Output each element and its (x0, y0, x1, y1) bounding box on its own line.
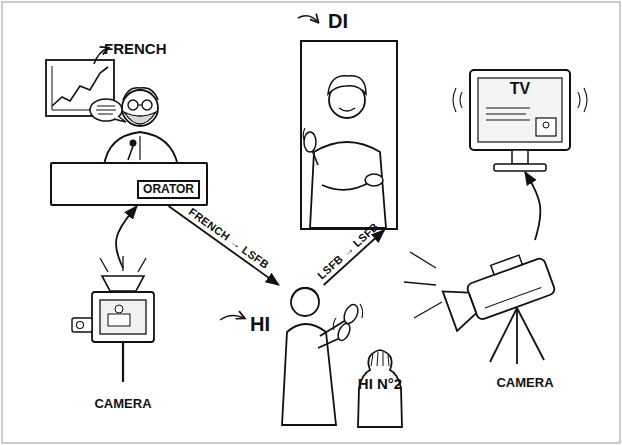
motion-line (303, 128, 305, 140)
edge-label: LSFB → LSFB (315, 220, 381, 281)
camera-pole (122, 342, 124, 382)
node-label: HI N°2 (355, 376, 405, 393)
orator-glasses (128, 100, 138, 110)
camera-lamp (102, 276, 144, 291)
deaf-interpreter-arm (312, 150, 318, 165)
camera-arrow (116, 206, 137, 268)
tv-base (494, 164, 546, 171)
speech-line (97, 106, 115, 107)
deaf-interpreter-hand (304, 132, 316, 152)
second-interpreter-hair (371, 352, 389, 366)
camera-body (92, 292, 154, 342)
tripod-leg (490, 308, 517, 362)
node-label: HI (250, 313, 270, 335)
light-ray (122, 256, 123, 271)
interpreter-hand (341, 302, 360, 325)
side-camera-lens (77, 322, 84, 329)
node-label: DI (328, 10, 348, 32)
tv-casing (470, 70, 570, 150)
interpreter-head (291, 288, 319, 316)
node-label: ORATOR (137, 180, 200, 199)
orator-hair (123, 88, 158, 100)
broadcast-arrow (525, 172, 540, 240)
screen-hatch (486, 108, 530, 109)
edge-label: FRENCH → LSFB (187, 205, 272, 270)
speech-bubble-tail (114, 116, 126, 122)
pointer-arrow (220, 315, 244, 320)
studio-camera: CAMERA (70, 268, 176, 383)
language-flow-arrow (169, 206, 279, 285)
interpreter-hair (292, 288, 319, 300)
camera-screen (100, 300, 146, 334)
tv-inset (536, 118, 556, 136)
speech-line (98, 114, 113, 115)
video-camera-lens (443, 283, 480, 331)
tv-stand (512, 150, 528, 164)
interpreter-arm (318, 338, 340, 348)
chart-axis (52, 66, 53, 110)
tv-vibration (453, 88, 462, 112)
light-ray (138, 258, 146, 272)
orator-beard (124, 112, 156, 124)
screen-hatch (486, 120, 530, 121)
interpreter-hand (336, 322, 353, 343)
speech-line (96, 110, 116, 111)
screen-person (115, 305, 123, 313)
deaf-interpreter-frame: DI (300, 40, 398, 230)
video-camera-handle (491, 255, 523, 275)
hearing-interpreter: HI (228, 285, 373, 425)
second-interpreter: HI N°2 (355, 350, 405, 427)
light-ray (410, 252, 436, 268)
screen-hatch (486, 114, 526, 115)
orator-tie (139, 136, 140, 160)
microphone-head (130, 140, 137, 147)
orator-glasses (142, 100, 152, 110)
video-camera-detail (485, 287, 541, 308)
video-camera: CAMERA (430, 240, 580, 366)
motion-line (333, 318, 336, 330)
interpreter-body (282, 324, 336, 425)
tv-set: TV (470, 70, 570, 172)
video-camera (440, 248, 557, 331)
light-ray (100, 258, 108, 272)
deaf-interpreter-hair (328, 76, 366, 94)
tv-inset-person (543, 122, 549, 128)
motion-line (360, 304, 363, 318)
orator-desk: ORATOR (50, 162, 208, 206)
language-label: FRENCH (104, 40, 167, 57)
node-label: CAMERA (470, 376, 580, 390)
pointer-arrow (298, 16, 318, 22)
orator-glasses (138, 104, 142, 105)
node-label: CAMERA (70, 397, 176, 411)
tripod-leg (517, 308, 544, 360)
deaf-interpreter-smile (339, 108, 355, 111)
node-label: TV (470, 80, 570, 98)
tv-vibration (578, 88, 587, 112)
tripod-leg (516, 308, 518, 364)
orator-head (122, 90, 158, 126)
screen-desk (108, 314, 130, 326)
microphone-stem (128, 146, 133, 160)
deaf-interpreter-hand (365, 174, 383, 186)
side-camera (72, 318, 92, 332)
deaf-interpreter-body (310, 142, 386, 228)
light-ray (404, 282, 436, 285)
orator-body (104, 132, 178, 166)
light-ray (414, 302, 442, 318)
deaf-interpreter-arm (322, 182, 370, 190)
